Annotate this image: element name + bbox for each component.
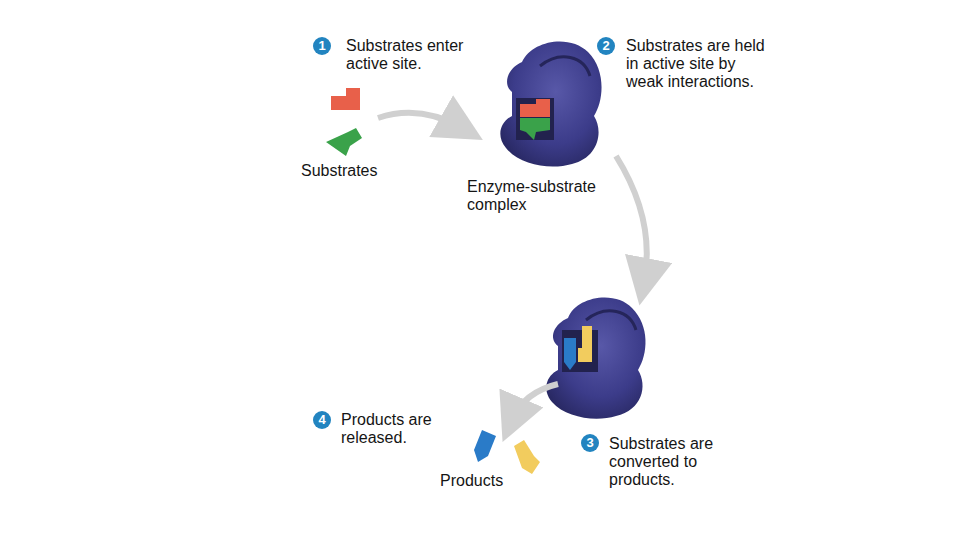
step-text: Substrates enter active site. [346,37,506,73]
part-label: Substrates [301,162,411,180]
enzyme-fold [540,57,590,76]
active-site [516,98,554,140]
substrate-red [331,88,360,110]
part-label: Products [440,472,540,490]
product-blue [564,338,576,370]
callout-number: 1 [318,37,325,55]
callout-number: 4 [318,411,325,429]
callout-circle: 2 [597,37,615,55]
flow-arrow [512,384,558,420]
part-label: Enzyme-substrate complex [467,178,637,214]
step-text: Substrates are held in active site by we… [626,37,766,91]
product-yellow [514,440,540,474]
callout-circle: 1 [313,37,331,55]
substrate-red [520,99,550,117]
step-text: Substrates are converted to products. [609,435,739,489]
enzyme-fold [586,311,636,330]
callout-number: 2 [602,37,609,55]
substrate-green [326,128,362,156]
substrate-green [520,118,550,140]
callout-number: 3 [586,434,593,452]
enzyme [500,41,601,166]
flow-arrow [378,113,462,128]
step-text: Products are released. [341,411,471,447]
callout-circle: 3 [581,434,599,452]
product-yellow [578,326,592,362]
flow-arrow [616,156,647,282]
enzyme [546,297,645,418]
product-blue [474,430,496,462]
callout-circle: 4 [313,411,331,429]
